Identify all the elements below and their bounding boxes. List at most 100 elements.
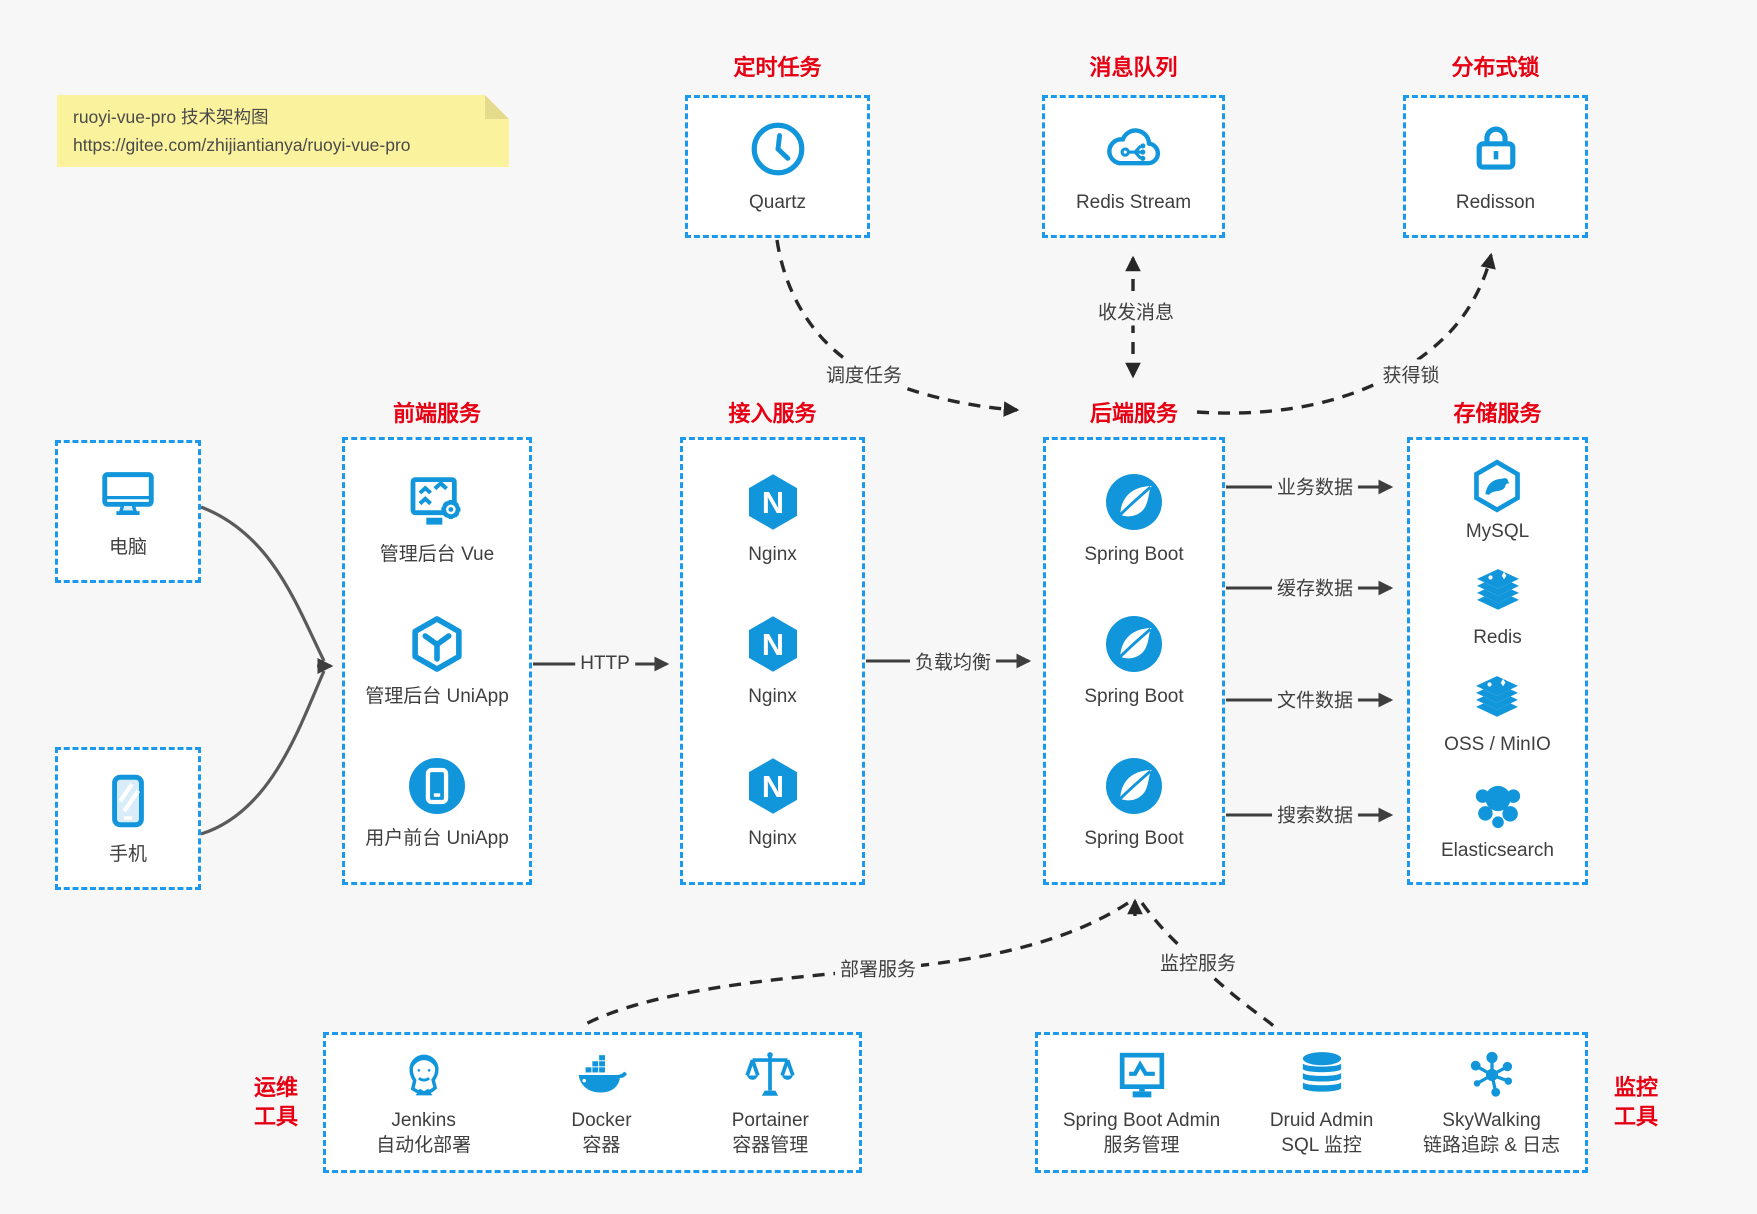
group-ops-tools: Jenkins 自动化部署 Docker 容器	[323, 1032, 862, 1173]
mobile-app-icon	[408, 758, 465, 815]
column-storage: MySQL Redis	[1407, 437, 1588, 885]
edge-desktop-to-frontend	[200, 505, 326, 662]
database-icon	[1302, 1051, 1341, 1092]
node-label: 管理后台 UniApp	[365, 686, 509, 708]
node-label: Redisson	[1455, 191, 1536, 213]
spring-boot-icon	[1105, 758, 1162, 815]
edge-label-business-data: 业务数据	[1271, 471, 1359, 501]
mysql-icon	[1474, 459, 1521, 513]
node-label: Docker 容器	[571, 1109, 632, 1156]
node-label: SkyWalking 链路追踪 & 日志	[1422, 1109, 1561, 1156]
group-title-ops-tools: 运维 工具	[253, 1075, 298, 1129]
edge-label-search-data: 搜索数据	[1271, 799, 1359, 829]
node-nginx-3: N Nginx	[741, 754, 805, 852]
node-label: 用户前台 UniApp	[365, 828, 509, 850]
node-admin-vue: 管理后台 Vue	[380, 470, 494, 568]
node-springboot-1: Spring Boot	[1084, 470, 1184, 568]
uniapp-cube-icon	[412, 616, 462, 673]
node-label: Portainer 容器管理	[731, 1109, 809, 1156]
node-admin-uniapp: 管理后台 UniApp	[365, 612, 509, 710]
edge-lock	[1196, 252, 1496, 415]
docker-icon	[579, 1054, 628, 1093]
node-label: Druid Admin SQL 监控	[1269, 1109, 1374, 1156]
node-elasticsearch: Elasticsearch	[1441, 777, 1554, 864]
node-label: Quartz	[748, 191, 807, 213]
node-redisson: Redisson	[1403, 95, 1588, 238]
node-user-uniapp: 用户前台 UniApp	[365, 754, 509, 852]
group-title-distributed-lock: 分布式锁	[1451, 55, 1540, 80]
node-redis: Redis	[1470, 564, 1526, 651]
column-title-storage: 存储服务	[1453, 401, 1542, 426]
svg-text:N: N	[761, 628, 783, 662]
edge-label-file-data: 文件数据	[1271, 684, 1359, 714]
elasticsearch-icon	[1475, 786, 1520, 829]
node-desktop-client: 电脑	[55, 440, 201, 583]
node-label: 手机	[108, 843, 147, 865]
edge-label-message: 收发消息	[1092, 296, 1180, 326]
column-access: N Nginx N Nginx N Nginx	[680, 437, 865, 885]
node-label: Jenkins 自动化部署	[376, 1109, 472, 1156]
node-docker: Docker 容器	[571, 1047, 632, 1158]
edge-label-cache-data: 缓存数据	[1271, 572, 1359, 602]
clock-icon	[751, 122, 804, 176]
group-title-scheduled-tasks: 定时任务	[733, 55, 822, 80]
network-nodes-icon	[1470, 1051, 1512, 1097]
node-label: Nginx	[748, 828, 797, 850]
lock-icon	[1476, 126, 1515, 170]
spring-boot-icon	[1105, 616, 1162, 673]
column-backend: Spring Boot Spring Boot Spring Boot	[1043, 437, 1225, 885]
node-label: Elasticsearch	[1441, 840, 1554, 862]
node-label: 电脑	[108, 536, 147, 558]
node-druid-admin: Druid Admin SQL 监控	[1269, 1047, 1374, 1158]
node-label: 管理后台 Vue	[379, 544, 495, 566]
edge-label-schedule: 调度任务	[820, 359, 908, 389]
edge-label-http: HTTP	[575, 652, 635, 676]
spring-boot-icon	[1105, 474, 1162, 531]
note-title: ruoyi-vue-pro 技术架构图	[73, 107, 269, 127]
edge-label-load-balance: 负载均衡	[909, 646, 997, 676]
edge-label-lock: 获得锁	[1377, 359, 1445, 389]
edge-label-deploy: 部署服务	[834, 953, 922, 983]
node-label: Redis Stream	[1075, 191, 1192, 213]
note-url: https://gitee.com/zhijiantianya/ruoyi-vu…	[73, 135, 411, 156]
portainer-scales-icon	[745, 1051, 795, 1096]
column-title-backend: 后端服务	[1089, 401, 1178, 426]
node-quartz: Quartz	[685, 95, 870, 238]
node-spring-boot-admin: Spring Boot Admin 服务管理	[1063, 1047, 1220, 1158]
desktop-icon	[102, 471, 154, 515]
group-title-monitor-tools: 监控 工具	[1613, 1075, 1658, 1129]
node-label: OSS / MinIO	[1444, 733, 1551, 755]
svg-text:N: N	[761, 770, 783, 804]
node-label: Spring Boot	[1084, 686, 1184, 708]
admin-dashboard-icon	[410, 477, 461, 525]
node-redis-stream: Redis Stream	[1042, 95, 1225, 238]
node-oss-minio: OSS / MinIO	[1444, 671, 1551, 758]
svg-text:N: N	[761, 486, 783, 520]
sticky-note: ruoyi-vue-pro 技术架构图 https://gitee.com/zh…	[57, 95, 509, 167]
column-title-access: 接入服务	[728, 401, 817, 426]
node-portainer: Portainer 容器管理	[732, 1047, 809, 1158]
node-label: Spring Boot Admin 服务管理	[1062, 1109, 1221, 1156]
phone-icon	[112, 774, 144, 827]
redis-stack-icon	[1476, 569, 1519, 611]
nginx-icon: N	[748, 758, 797, 814]
node-label: MySQL	[1465, 520, 1530, 542]
oss-stack-icon	[1476, 676, 1519, 717]
node-label: Spring Boot	[1084, 544, 1184, 566]
nginx-icon: N	[748, 474, 797, 530]
cloud-stream-icon	[1106, 127, 1160, 166]
monitor-pulse-icon	[1119, 1052, 1164, 1098]
column-title-frontend: 前端服务	[392, 401, 481, 426]
node-springboot-2: Spring Boot	[1084, 612, 1184, 710]
node-skywalking: SkyWalking 链路追踪 & 日志	[1423, 1047, 1560, 1158]
edge-phone-to-frontend	[200, 670, 326, 836]
node-jenkins: Jenkins 自动化部署	[376, 1047, 471, 1158]
column-frontend: 管理后台 Vue 管理后台 UniApp 用户前台 UniApp	[342, 437, 532, 885]
node-nginx-1: N Nginx	[741, 470, 805, 568]
node-label: Nginx	[748, 544, 797, 566]
node-springboot-3: Spring Boot	[1084, 754, 1184, 852]
node-label: Redis	[1473, 627, 1522, 649]
group-monitor-tools: Spring Boot Admin 服务管理 Druid Admin SQL 监…	[1035, 1032, 1588, 1173]
node-nginx-2: N Nginx	[741, 612, 805, 710]
